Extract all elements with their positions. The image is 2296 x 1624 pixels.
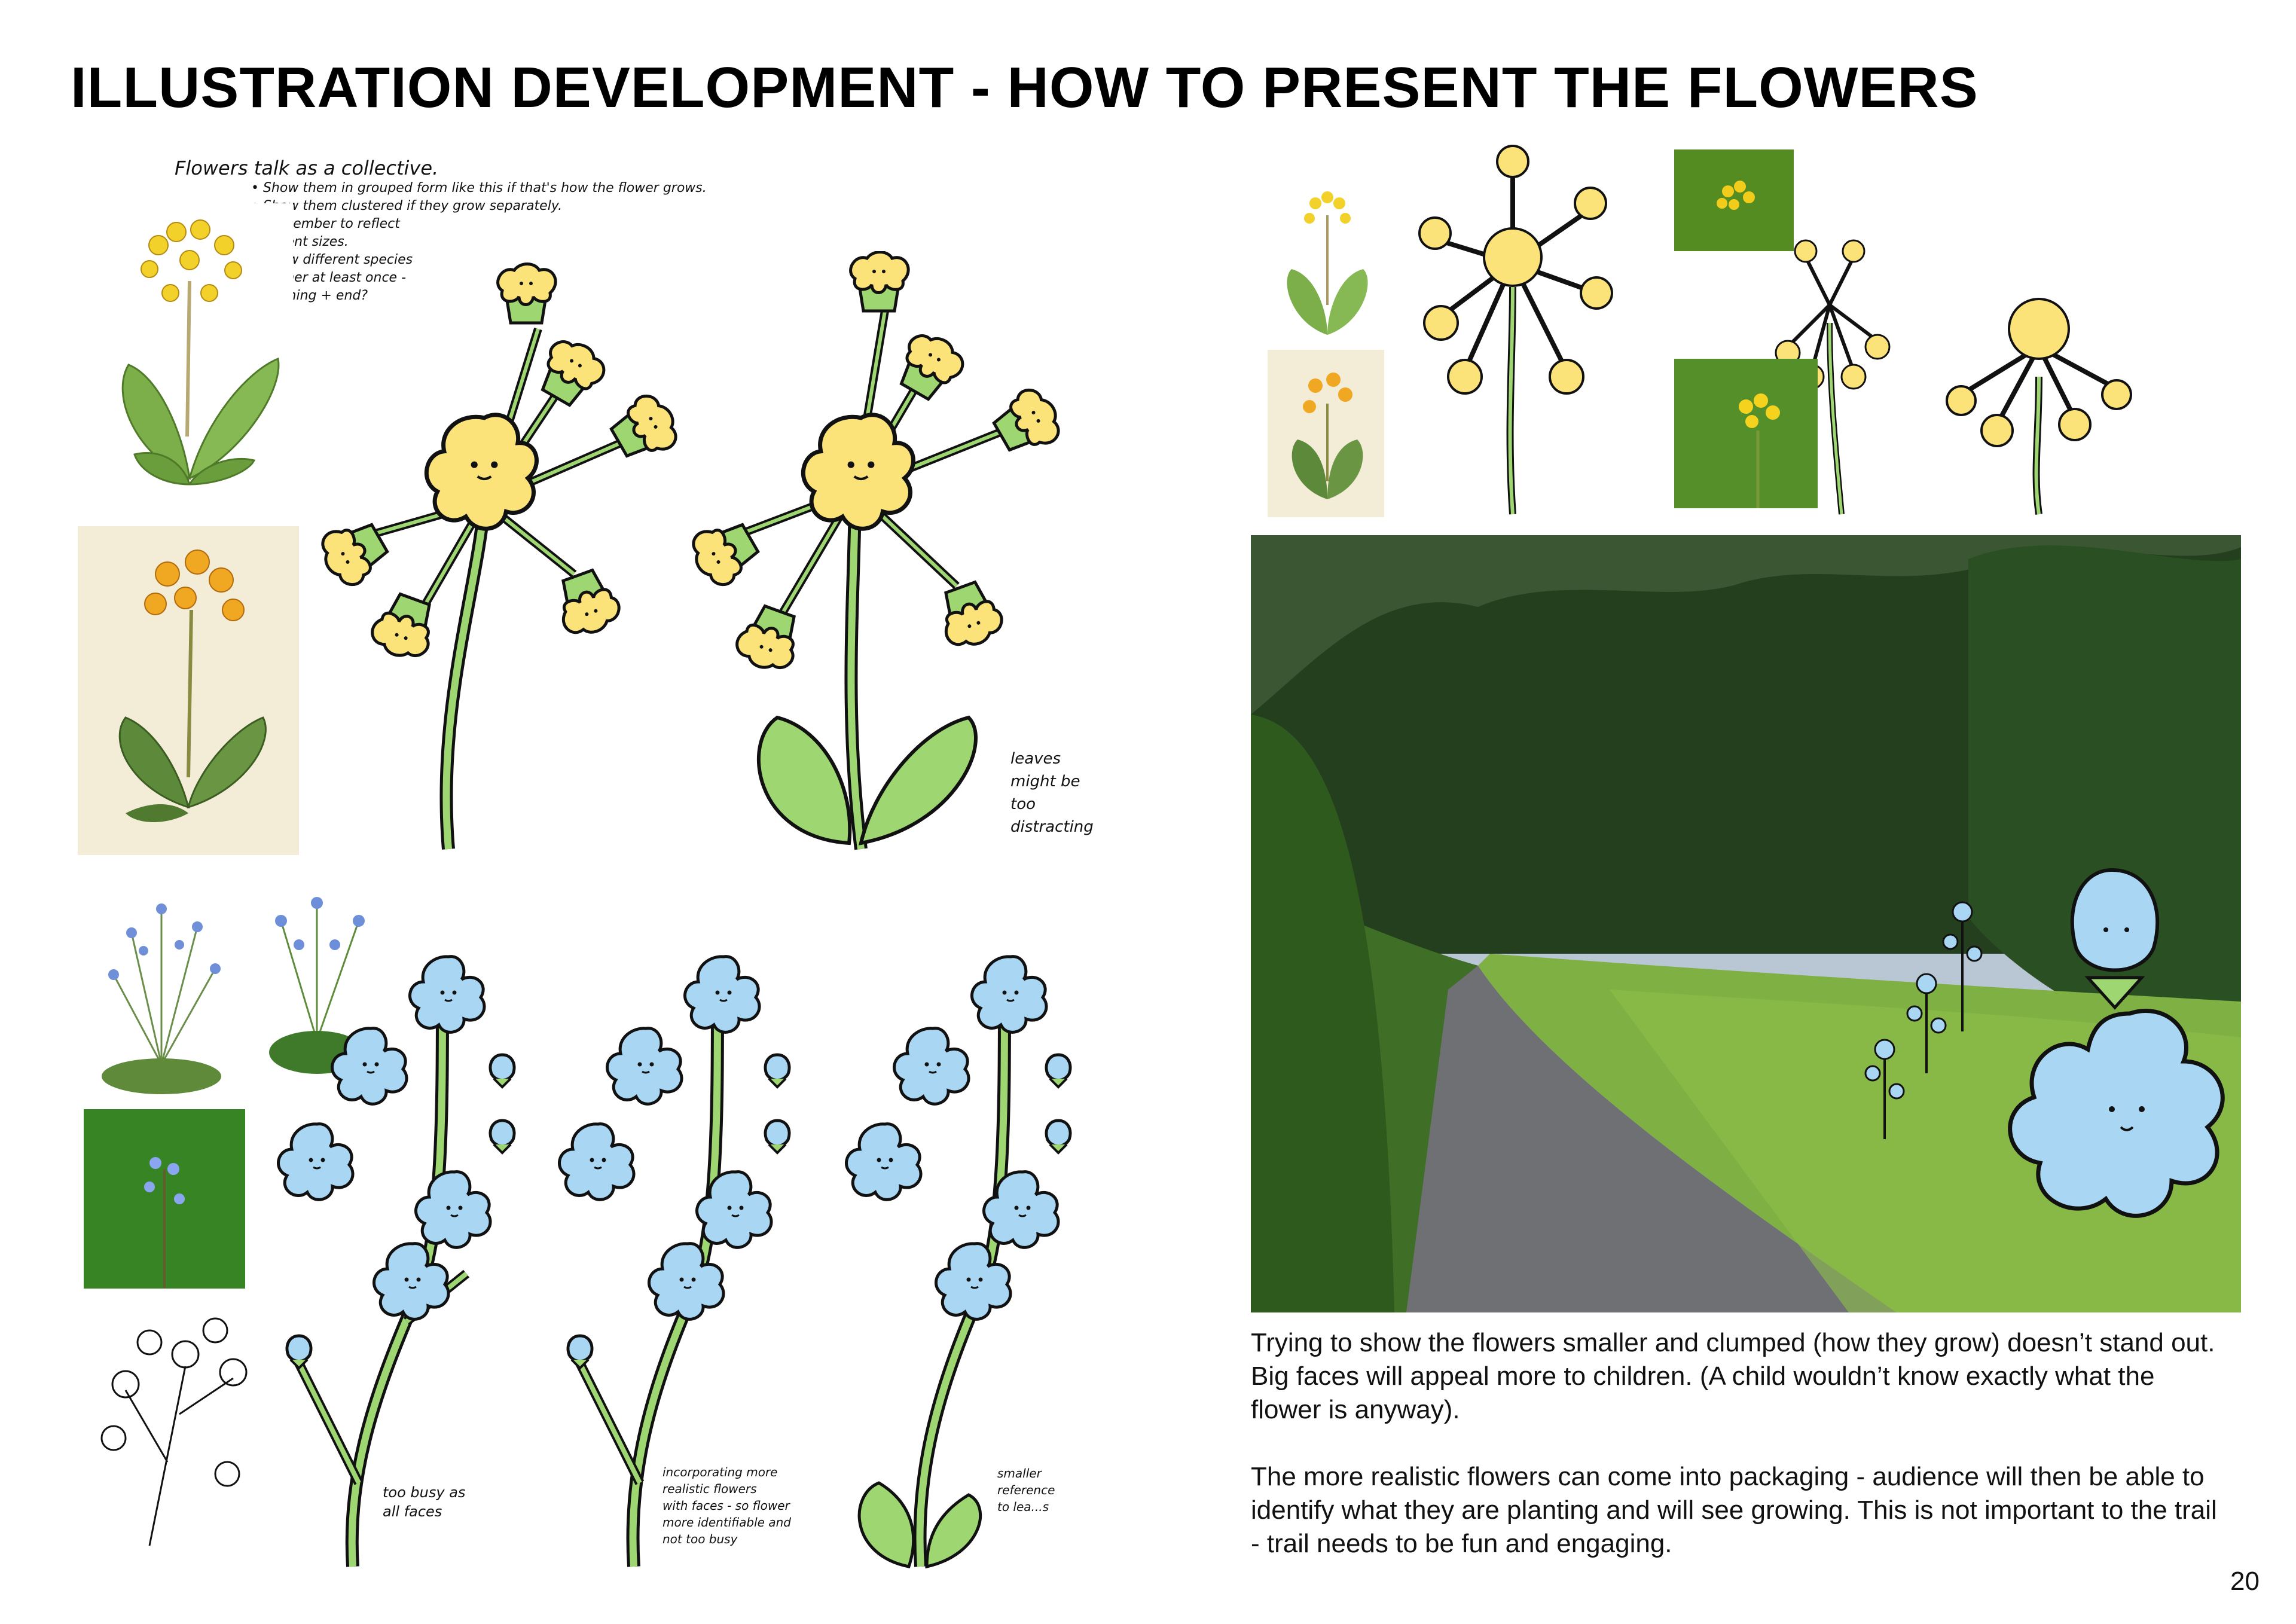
note-too-busy: too busy as all faces [383, 1484, 466, 1520]
page-number: 20 [2230, 1567, 2260, 1596]
cowslip-photo-1 [1674, 149, 1794, 251]
cowslip-drawing-small-1 [1418, 145, 1613, 515]
note-incorporating-realistic: incorporating more realistic flowers wit… [662, 1465, 791, 1546]
cowslip-reference-small [1268, 173, 1387, 347]
note-collective-heading: Flowers talk as a collective. [175, 157, 439, 179]
forget-me-not-reference-small [84, 885, 239, 1100]
page-title: ILLUSTRATION DEVELOPMENT - HOW TO PRESEN… [71, 56, 1979, 120]
cowslip-vintage-small [1268, 350, 1384, 517]
cowslip-character-drawings [287, 251, 1076, 850]
cowslip-vintage-print [78, 526, 299, 855]
forget-me-not-photo [84, 1109, 245, 1289]
park-trail-mockup-photo [1251, 535, 2241, 1312]
note-leaves-distracting: leaves might be too distracting [1010, 750, 1094, 836]
cowslip-reference-illustration [87, 203, 293, 514]
note-collective-points: • Show them in grouped form like this if… [251, 181, 707, 303]
caption-text: Trying to show the flowers smaller and c… [1251, 1328, 2217, 1558]
note-smaller-reference: smaller reference to lea...s [997, 1466, 1055, 1514]
cowslip-drawing-small-3 [1946, 298, 2132, 515]
forget-me-not-character-drawings [263, 933, 1112, 1569]
cowslip-photo-2 [1674, 359, 1818, 508]
forget-me-not-line-drawing [78, 1295, 269, 1558]
